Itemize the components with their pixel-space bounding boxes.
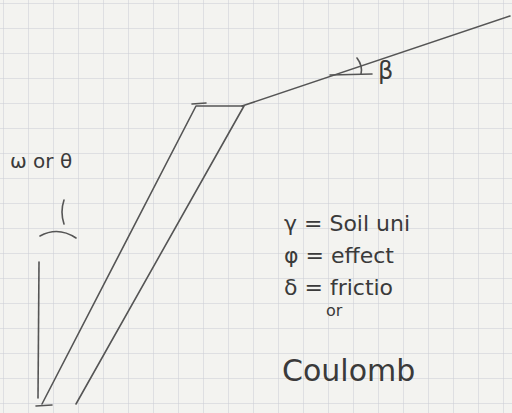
beta-arc <box>357 58 362 74</box>
symbol-definition: φ = effect <box>284 244 394 268</box>
wall-base-tick <box>36 405 52 406</box>
symbol-definition: γ = Soil uni <box>284 212 410 236</box>
retaining-wall <box>42 106 244 404</box>
omega-arc <box>40 231 76 238</box>
note-text: or <box>326 302 342 320</box>
backfill-slope <box>242 16 510 106</box>
method-title: Coulomb <box>282 354 415 387</box>
vertical-reference <box>38 262 39 398</box>
omega-leader <box>62 200 64 224</box>
horizontal-reference <box>330 74 372 75</box>
symbol-definition: δ = frictio <box>284 276 393 300</box>
angle-label: ω or θ <box>10 150 72 172</box>
angle-label: β <box>378 58 393 84</box>
wall-cap-tick <box>192 103 206 104</box>
